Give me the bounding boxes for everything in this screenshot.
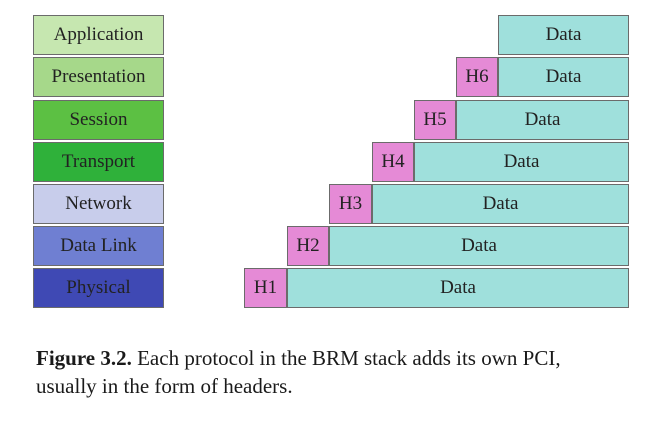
data-block-session: Data [456, 100, 629, 140]
figure-caption: Figure 3.2. Each protocol in the BRM sta… [36, 344, 626, 400]
data-block-application: Data [498, 15, 629, 55]
data-block-transport: Data [414, 142, 629, 182]
header-h6: H6 [456, 57, 498, 97]
header-h4: H4 [372, 142, 414, 182]
layer-data-link: Data Link [33, 226, 164, 266]
layer-application: Application [33, 15, 164, 55]
layer-transport: Transport [33, 142, 164, 182]
header-h5: H5 [414, 100, 456, 140]
layer-network: Network [33, 184, 164, 224]
layer-presentation: Presentation [33, 57, 164, 97]
data-block-presentation: Data [498, 57, 629, 97]
header-h1: H1 [244, 268, 287, 308]
figure-caption-text: Each protocol in the BRM stack adds its … [36, 346, 561, 398]
data-block-network: Data [372, 184, 629, 224]
header-h2: H2 [287, 226, 329, 266]
layer-physical: Physical [33, 268, 164, 308]
layer-session: Session [33, 100, 164, 140]
data-block-physical: Data [287, 268, 629, 308]
figure-caption-label: Figure 3.2. [36, 346, 132, 370]
header-h3: H3 [329, 184, 372, 224]
data-block-data-link: Data [329, 226, 629, 266]
